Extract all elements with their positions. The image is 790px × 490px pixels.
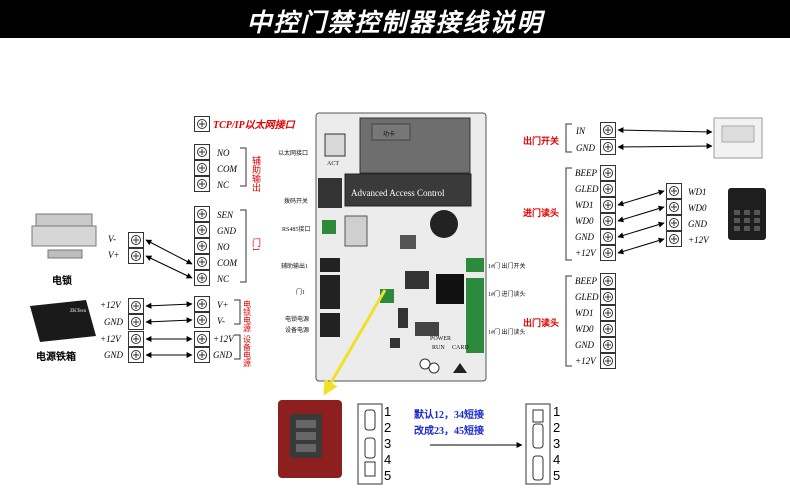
board-power-label: POWER: [430, 336, 451, 342]
door-group: SEN GND NO COM NC 门1: [194, 206, 261, 286]
door-pin-4: COM: [217, 258, 238, 268]
supply-box-label: 电源铁箱: [36, 350, 76, 363]
lock-power-pin-2: V-: [217, 316, 225, 326]
aux-pin-3: NC: [216, 180, 230, 190]
supply-pin-3: +12V: [100, 334, 122, 344]
supply-pin-1: +12V: [100, 300, 122, 310]
door-pin-5: NC: [216, 274, 230, 284]
before-num-4: 4: [384, 452, 391, 467]
in-pin-2: GLED: [575, 184, 599, 194]
dev-power-label: 设备电源: [243, 334, 252, 368]
reader-pin-2: WD0: [688, 203, 707, 213]
wiring-diagram: 功卡 ACT 以太网接口 拨码开关 Advanced Access Contro…: [0, 38, 790, 485]
in-reader-group: 进门读头 BEEP GLED WD1 WD0 GND +12V: [523, 165, 616, 261]
in-pin-6: +12V: [575, 248, 597, 258]
left-wires: [145, 239, 193, 358]
title-banner: 中控门禁控制器接线说明: [0, 0, 790, 38]
page-title: 中控门禁控制器接线说明: [246, 8, 544, 37]
board-rs485-label: RS485接口: [282, 225, 310, 233]
dev-power-pin-1: +12V: [213, 334, 235, 344]
out-pin-4: WD0: [575, 324, 594, 334]
out-reader-label: 出门读头: [523, 317, 559, 328]
before-num-1: 1: [384, 404, 391, 419]
exit-pin-1: IN: [575, 126, 586, 136]
jumper-note-2: 改成23，45短接: [414, 424, 484, 437]
out-pin-1: BEEP: [575, 276, 597, 286]
door-label: 门1: [251, 237, 261, 252]
board-in-reader-label: 1#门 进门读头: [488, 290, 526, 298]
board-dial-label: 拨码开关: [284, 197, 308, 205]
board-module-label: 功卡: [383, 130, 395, 138]
board-card-label: CARD: [452, 345, 469, 351]
out-pin-3: WD1: [575, 308, 594, 318]
supply-brand: ZKTeco: [70, 309, 87, 314]
jumper-note-1: 默认12，34短接: [414, 408, 484, 421]
lock-power-label: 电锁电源: [243, 299, 252, 333]
after-num-1: 1: [553, 404, 560, 419]
aux-output-group: NO COM NC 辅助输出: [194, 144, 261, 193]
board-aux-label: 辅助输出1: [281, 262, 308, 270]
in-pin-5: GND: [575, 232, 595, 242]
out-reader-group: 出门读头 BEEP GLED WD1 WD0 GND +12V: [523, 273, 616, 369]
electric-lock: 电锁 V- V+: [31, 213, 144, 287]
power-supply-box: ZKTeco 电源铁箱 +12V GND +12V GND: [30, 298, 144, 363]
door-pin-3: NO: [216, 242, 230, 252]
dev-power-pin-2: GND: [213, 350, 233, 360]
lock-pin-1: V-: [108, 234, 116, 244]
reader-pin-1: WD1: [688, 187, 707, 197]
aux-pin-2: COM: [217, 164, 238, 174]
board-run-label: RUN: [432, 345, 445, 351]
exit-switch-group: 出门开关 IN GND: [523, 117, 763, 159]
after-num-5: 5: [553, 468, 560, 483]
tcpip-label: TCP/IP以太网接口: [213, 119, 296, 131]
after-num-2: 2: [553, 420, 560, 435]
jumper-strip-after: 1 2 3 4 5: [525, 403, 560, 485]
reader-pin-4: +12V: [688, 235, 710, 245]
before-num-3: 3: [384, 436, 391, 451]
board-out-reader-label: 1#门 出门读头: [488, 328, 526, 336]
lock-pin-2: V+: [108, 250, 120, 260]
supply-pin-2: GND: [104, 317, 124, 327]
aux-output-label: 辅助输出: [251, 155, 261, 193]
out-pin-6: +12V: [575, 356, 597, 366]
lock-label: 电锁: [52, 274, 72, 287]
reader-wires: [617, 189, 665, 255]
board-act-label: ACT: [327, 161, 339, 167]
in-reader-label: 进门读头: [523, 207, 559, 218]
reader-device-group: WD1 WD0 GND +12V: [666, 183, 766, 247]
in-pin-1: BEEP: [575, 168, 597, 178]
door-pin-1: SEN: [217, 210, 234, 220]
board-dev-power-label: 设备电源: [285, 326, 309, 334]
exit-pin-2: GND: [576, 143, 596, 153]
controller-board: 功卡 ACT 以太网接口 拨码开关 Advanced Access Contro…: [278, 112, 526, 382]
exit-label: 出门开关: [523, 135, 559, 146]
board-door-label: 门1: [296, 288, 305, 296]
in-pin-3: WD1: [575, 200, 594, 210]
in-pin-4: WD0: [575, 216, 594, 226]
board-name: Advanced Access Control: [351, 188, 445, 198]
door-pin-2: GND: [217, 226, 237, 236]
jumper-strip-before: 1 2 3 4 5: [357, 403, 391, 485]
jumper-photo: [278, 400, 342, 478]
before-num-2: 2: [384, 420, 391, 435]
board-exit-label: 1#门 出门开关: [488, 262, 526, 270]
tcpip-terminal: [194, 116, 210, 132]
out-pin-5: GND: [575, 340, 595, 350]
after-num-3: 3: [553, 436, 560, 451]
lock-power-group: V+ V- 电锁电源: [194, 296, 252, 333]
aux-pin-1: NO: [216, 148, 230, 158]
before-num-5: 5: [384, 468, 391, 483]
board-ethernet-label: 以太网接口: [278, 149, 308, 157]
after-num-4: 4: [553, 452, 560, 467]
device-power-group: +12V GND 设备电源: [194, 331, 252, 368]
reader-pin-3: GND: [688, 219, 708, 229]
supply-pin-4: GND: [104, 350, 124, 360]
lock-power-pin-1: V+: [217, 300, 229, 310]
out-pin-2: GLED: [575, 292, 599, 302]
board-lock-power-label: 电锁电源: [285, 315, 309, 323]
jumper-pointer-arrow: [323, 289, 387, 396]
